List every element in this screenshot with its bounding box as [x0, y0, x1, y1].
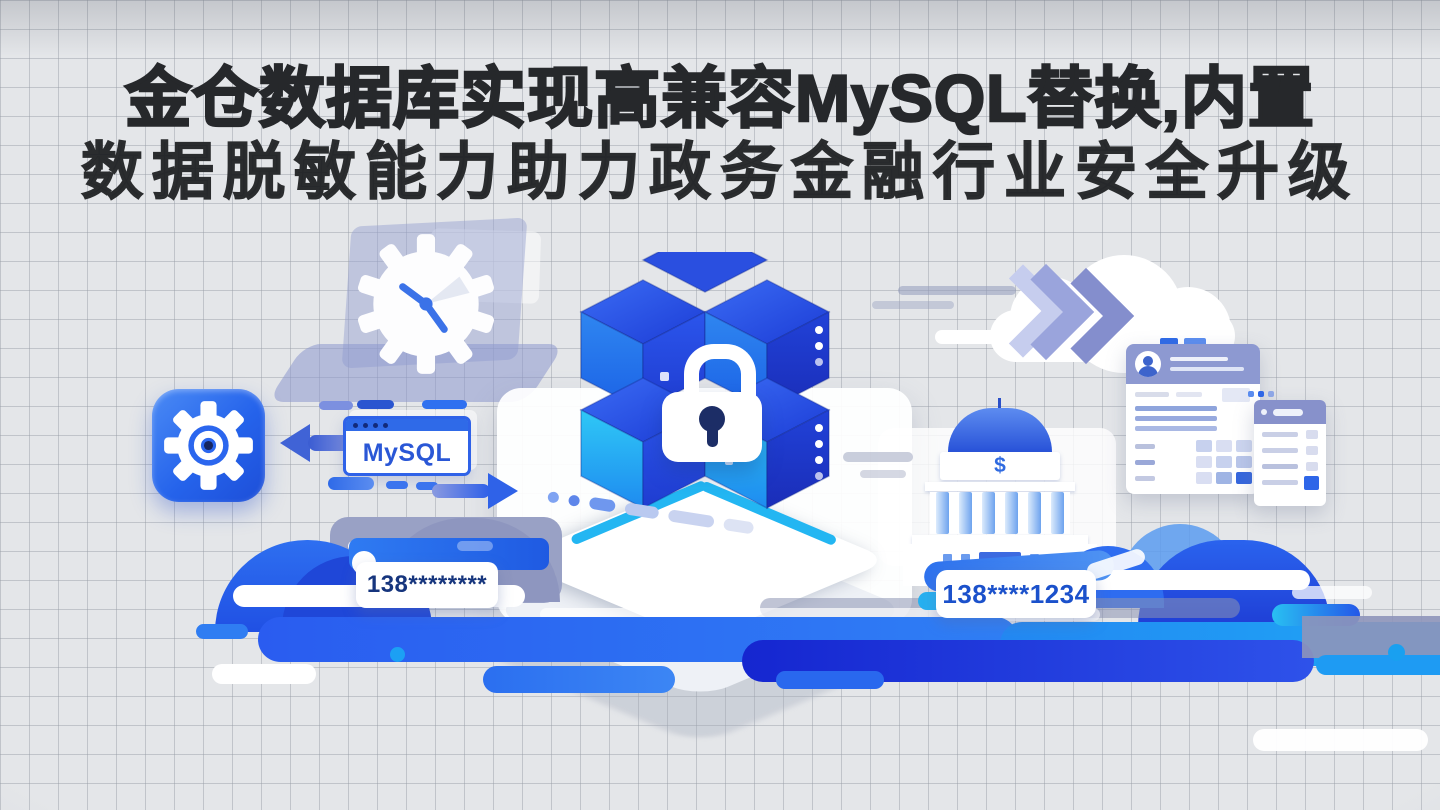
- mysql-window: MySQL: [343, 416, 471, 476]
- gear-app-icon: [152, 389, 265, 502]
- laptop-icon: [267, 217, 565, 402]
- masked-phone-right: 138****1234: [936, 570, 1096, 618]
- gear-icon: [164, 401, 253, 490]
- dollar-sign: $: [994, 454, 1006, 477]
- document-header: [1126, 344, 1260, 384]
- stripe-blue-small: [776, 671, 884, 689]
- padlock-shackle: [684, 344, 756, 417]
- bank-columns: [930, 492, 1070, 534]
- bank-icon: $: [895, 396, 1105, 586]
- speed-line: [898, 286, 1016, 295]
- decor-pill: [328, 477, 374, 490]
- headline-line-1: 金仓数据库实现高兼容MySQL替换,内置: [124, 60, 1315, 136]
- decor-pill: [422, 400, 467, 409]
- speed-line: [860, 470, 906, 478]
- stripe-white-bottom: [1253, 729, 1428, 751]
- mysql-window-titlebar: [346, 419, 468, 431]
- decor-dash: [416, 482, 438, 490]
- speed-line: [872, 301, 954, 309]
- headline-line-2: 数据脱敏能力助力政务金融行业安全升级: [80, 137, 1359, 207]
- speed-line-white: [935, 330, 1005, 344]
- stripe-small-blue: [196, 624, 248, 639]
- headline: 金仓数据库实现高兼容MySQL替换,内置 数据脱敏能力助力政务金融行业安全升级: [0, 60, 1440, 210]
- decor-pill: [357, 400, 394, 409]
- speed-line-white: [1292, 586, 1372, 599]
- decor-dash: [386, 481, 408, 489]
- document-card-icon: [1254, 400, 1326, 506]
- avatar-icon: [1135, 351, 1161, 377]
- decor-pill: [319, 401, 353, 410]
- dot-blue: [390, 647, 405, 662]
- mysql-label: MySQL: [362, 438, 452, 467]
- gear-clock-icon: [358, 234, 494, 374]
- bank-pediment: $: [940, 452, 1060, 480]
- masked-phone-left: 138********: [356, 562, 498, 608]
- speed-line: [843, 452, 913, 462]
- speed-line-white: [1058, 570, 1310, 590]
- stripe-cyan-thin: [1316, 655, 1440, 675]
- dot-blue: [1388, 644, 1405, 661]
- stripe-gray-overlay: [1302, 616, 1440, 658]
- document-header: [1254, 400, 1326, 424]
- padlock-icon: [662, 344, 762, 462]
- stripe-blue-small: [483, 666, 675, 693]
- bank-dome: [948, 408, 1052, 452]
- document-card-icon: [1126, 344, 1260, 494]
- stripe-white-small: [212, 664, 316, 684]
